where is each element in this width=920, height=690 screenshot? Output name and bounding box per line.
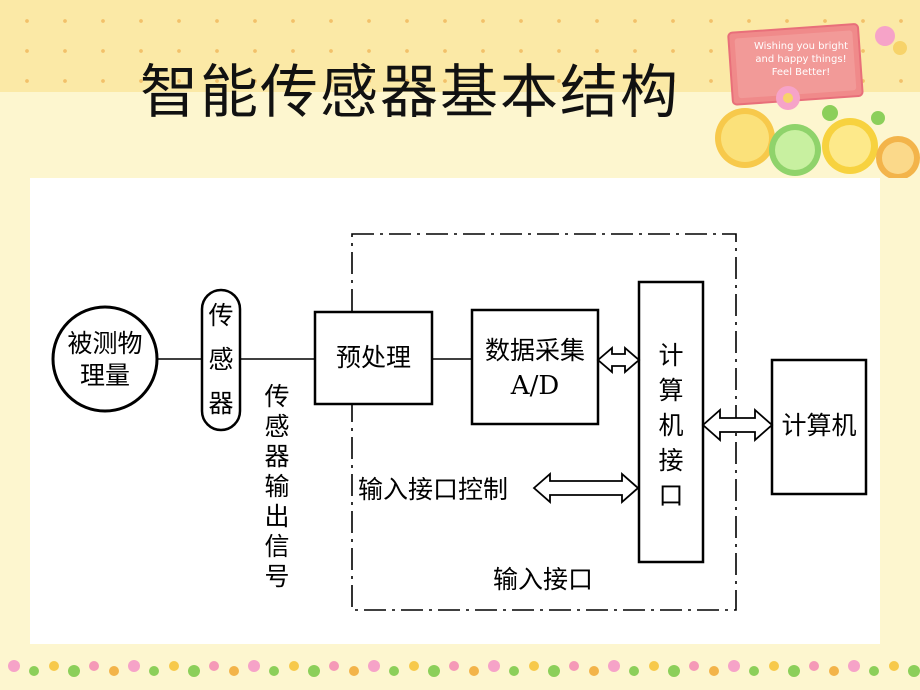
strip-flower <box>29 666 39 676</box>
card-line-2: and happy things! <box>755 54 847 65</box>
input-interface-label: 输入接口 <box>493 565 594 594</box>
strip-flower <box>908 665 920 677</box>
card-line-3: Feel Better! <box>771 67 831 78</box>
greeting-card-text: Wishing you bright and happy things! Fee… <box>736 40 866 79</box>
acquisition-shape <box>470 308 600 426</box>
strip-flower <box>109 666 119 676</box>
decoration-flowers <box>715 23 920 178</box>
strip-flower <box>149 666 159 676</box>
slide-title: 智能传感器基本结构 <box>140 58 681 126</box>
strip-flower <box>548 665 560 677</box>
computer-interface-label: 计算机接口 <box>658 341 684 510</box>
sensor-label: 传感器 <box>208 301 234 418</box>
strip-flower <box>649 661 659 671</box>
strip-flower <box>589 666 599 676</box>
strip-flower <box>749 666 759 676</box>
measured-quantity-label: 被测物理量 <box>67 329 143 390</box>
preprocess-label: 预处理 <box>335 343 411 372</box>
strip-flower <box>848 660 860 672</box>
strip-flower <box>269 666 279 676</box>
strip-flower <box>188 665 200 677</box>
preprocess-shape <box>313 310 434 406</box>
strip-flower <box>169 661 179 671</box>
strip-flower <box>248 660 260 672</box>
strip-flower <box>49 661 59 671</box>
sensor-output-signal-label: 传感器输出信号 <box>264 382 290 591</box>
strip-flower <box>809 661 819 671</box>
strip-flower <box>89 661 99 671</box>
strip-flower <box>608 660 620 672</box>
strip-flower <box>389 666 399 676</box>
strip-flower <box>488 660 500 672</box>
strip-flower <box>68 665 80 677</box>
strip-flower <box>469 666 479 676</box>
sensor-shape <box>200 288 242 432</box>
strip-flower <box>569 661 579 671</box>
arrow-control-interface <box>532 472 640 504</box>
acquisition-label-line2: A/D <box>510 371 560 401</box>
computer-label: 计算机 <box>781 411 857 440</box>
strip-flower <box>869 666 879 676</box>
strip-flower <box>629 666 639 676</box>
strip-flower <box>349 666 359 676</box>
strip-flower <box>668 665 680 677</box>
strip-flower <box>368 660 380 672</box>
computer-interface-shape <box>637 280 705 564</box>
strip-flower <box>709 666 719 676</box>
strip-flower <box>788 665 800 677</box>
acquisition-label-line1: 数据采集 <box>484 336 585 365</box>
strip-flower <box>829 666 839 676</box>
strip-flower <box>8 660 20 672</box>
strip-flower <box>529 661 539 671</box>
strip-flower <box>689 661 699 671</box>
strip-flower <box>889 661 899 671</box>
strip-flower <box>229 666 239 676</box>
input-interface-control-label: 输入接口控制 <box>358 475 509 504</box>
arrow-acquisition-interface <box>596 346 641 374</box>
strip-flower <box>289 661 299 671</box>
strip-flower <box>308 665 320 677</box>
strip-flower <box>128 660 140 672</box>
strip-flower <box>728 660 740 672</box>
strip-flower <box>769 661 779 671</box>
strip-flower <box>509 666 519 676</box>
diagram-panel <box>30 178 880 644</box>
arrow-interface-computer <box>701 408 774 442</box>
strip-flower <box>449 661 459 671</box>
computer-shape <box>770 358 868 496</box>
strip-flower <box>409 661 419 671</box>
strip-flower <box>329 661 339 671</box>
strip-flower <box>428 665 440 677</box>
card-line-1: Wishing you bright <box>753 41 849 52</box>
bottom-flower-strip <box>8 660 920 677</box>
strip-flower <box>209 661 219 671</box>
